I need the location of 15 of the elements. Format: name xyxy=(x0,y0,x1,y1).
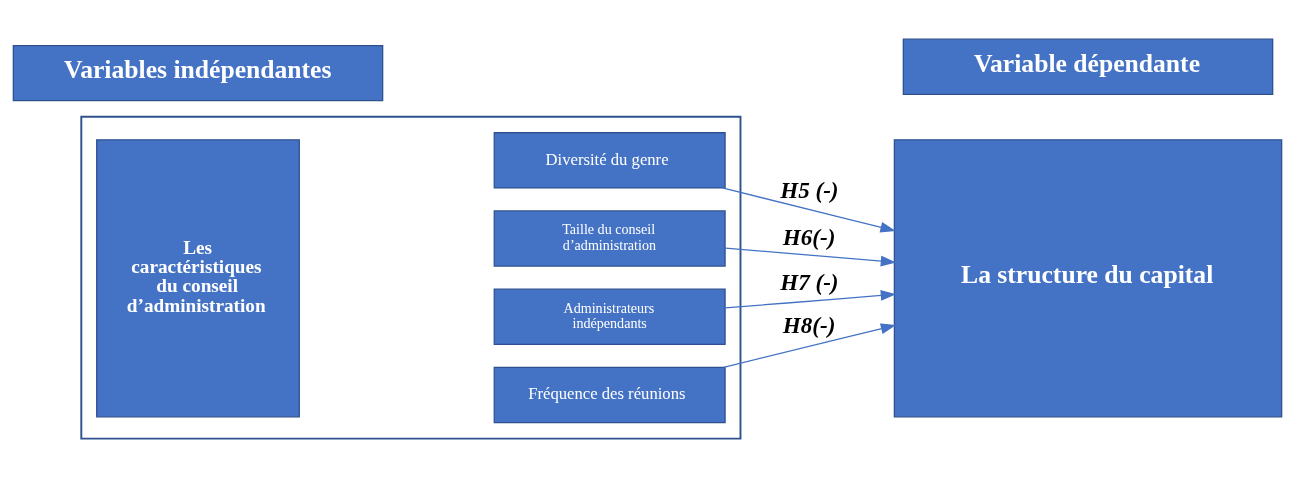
edge-label: H5 (-) xyxy=(780,177,839,204)
node-box: Administrateurs indépendants xyxy=(493,288,726,345)
node-box: Les caractéristiques du conseil d’administration xyxy=(96,139,300,418)
arrow xyxy=(723,323,897,368)
edge-label: H7 (-) xyxy=(780,269,839,296)
edge-label: H8(-) xyxy=(782,311,836,338)
node-box: Fréquence des réunions xyxy=(493,366,726,424)
node-box: La structure du capital xyxy=(893,139,1283,418)
node-box: Variable dépendante xyxy=(902,38,1274,95)
node-box: Diversité du genre xyxy=(493,132,726,189)
arrow xyxy=(721,187,896,233)
node-box: Taille du conseil d’administration xyxy=(493,210,726,267)
cluster xyxy=(80,115,742,440)
node-box: Variables indépendantes xyxy=(12,44,384,102)
edge-label: H6(-) xyxy=(782,224,836,251)
